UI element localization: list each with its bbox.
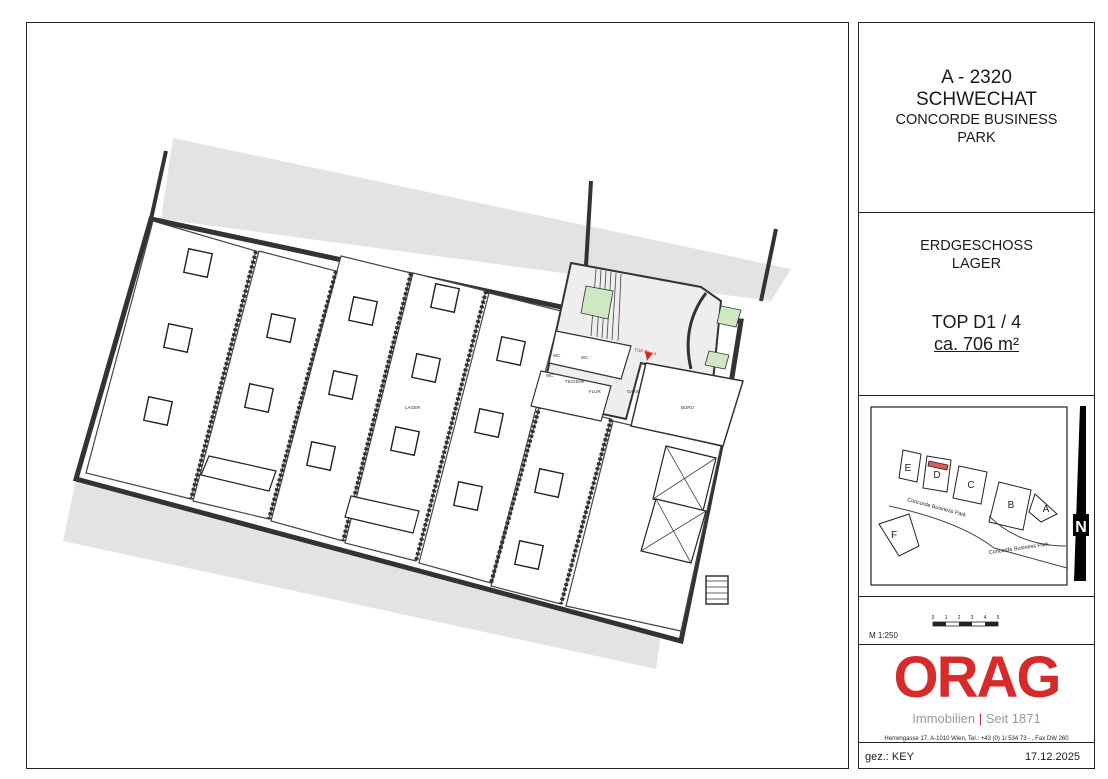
room-label-buero: BÜRO: [681, 404, 695, 410]
site-map: E D C B A F Concorde Business Park Conco…: [870, 406, 1089, 586]
footer-cell: gez.: KEY 17.12.2025: [859, 743, 1094, 770]
building-C: [952, 465, 988, 505]
office-block: [530, 261, 744, 447]
site-label-B: B: [1008, 500, 1015, 511]
site-label-E: E: [905, 463, 912, 474]
site-label-A: A: [1043, 504, 1050, 515]
svg-text:4: 4: [984, 615, 987, 621]
floor-plan-frame: LAGER WC WC WC FLUR GANG BÜRO TOP D1 / 4…: [26, 22, 849, 769]
north-arrow-icon: [1074, 406, 1086, 581]
highlight-unit: [927, 460, 949, 471]
svg-text:5: 5: [997, 615, 1000, 621]
room-label-wc-2: WC: [581, 355, 589, 360]
title-block: A - 2320 SCHWECHAT CONCORDE BUSINESS PAR…: [858, 22, 1095, 769]
exterior-stair: [705, 575, 729, 605]
room-label-wc-1: WC: [553, 353, 561, 358]
company-address: Herrengasse 17, A-1010 Wien, Tel.: +43 (…: [884, 736, 1069, 742]
floor-cell: ERDGESCHOSS LAGER TOP D1 / 4 ca. 706 m²: [859, 213, 1094, 396]
floor-level: ERDGESCHOSS: [920, 238, 1033, 254]
room-label-flur: FLUR: [589, 389, 602, 394]
scale-cell: 0 1 2 3 4 5 M 1:250: [859, 597, 1094, 645]
room-label-unit: TOP D1 / 4: [634, 347, 657, 357]
site-label-F: F: [891, 530, 897, 541]
svg-text:2: 2: [958, 615, 961, 621]
unit-area: ca. 706 m²: [933, 334, 1020, 354]
room-label-lager: LAGER: [405, 405, 421, 410]
outdoor-area-bottom: [63, 479, 666, 669]
site-label-C: C: [967, 480, 974, 491]
svg-text:0: 0: [932, 615, 935, 621]
scale-label: M 1:250: [869, 631, 898, 640]
project-location-3: CONCORDE BUSINESS: [895, 112, 1058, 128]
drawn-by: gez.: KEY: [865, 751, 914, 763]
floor-plan-drawing: LAGER WC WC WC FLUR GANG BÜRO TOP D1 / 4…: [63, 138, 791, 669]
room-label-technik: TECHNIK: [565, 379, 585, 384]
room-label-wc-3: WC: [546, 373, 554, 378]
svg-text:1: 1: [945, 615, 948, 621]
scale-bar: 0 1 2 3 4 5 M 1:250: [869, 615, 1000, 640]
building-B: [988, 481, 1032, 531]
company-tagline: Immobilien | Seit 1871: [912, 711, 1041, 726]
project-cell: A - 2320 SCHWECHAT CONCORDE BUSINESS PAR…: [859, 23, 1094, 213]
company-logo: ORAG: [893, 645, 1062, 710]
building-A: [1028, 493, 1058, 523]
project-location-1: A - 2320: [941, 67, 1012, 88]
unit-top: TOP D1 / 4: [931, 312, 1022, 332]
north-label: N: [1075, 519, 1087, 536]
svg-text:3: 3: [971, 615, 974, 621]
company-cell: ORAG Immobilien | Seit 1871 Herrengasse …: [859, 645, 1094, 743]
room-label-gang: GANG: [627, 389, 641, 394]
site-label-D: D: [933, 470, 940, 481]
plan-date: 17.12.2025: [1024, 751, 1080, 763]
project-location-4: PARK: [957, 130, 996, 146]
building-F: [878, 513, 920, 557]
project-location-2: SCHWECHAT: [915, 89, 1038, 110]
site-map-cell: E D C B A F Concorde Business Park Conco…: [859, 396, 1094, 597]
building-E: [898, 449, 922, 483]
floor-use: LAGER: [951, 256, 1002, 272]
skylights: [142, 247, 565, 571]
